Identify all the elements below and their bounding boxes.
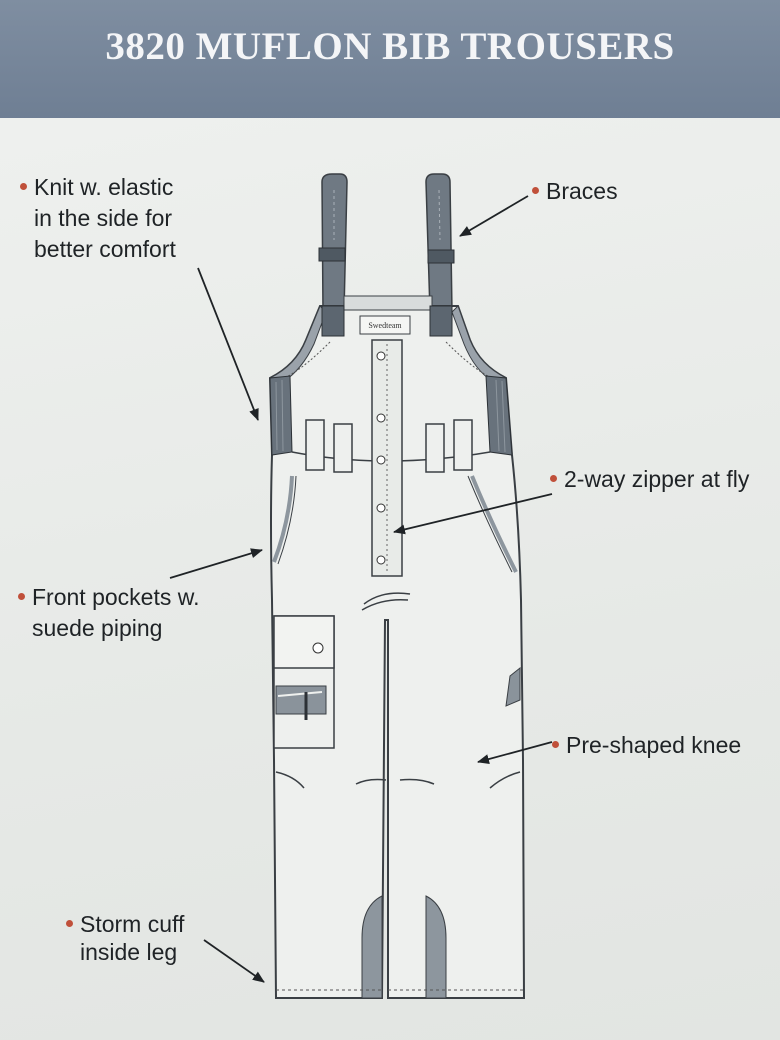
- callout-front-pockets: Front pockets w. suede piping: [18, 582, 199, 644]
- callout-zipper-line1: 2-way zipper at fly: [564, 466, 750, 492]
- knit-elastic-panels: [269, 375, 513, 456]
- callout-zipper: 2-way zipper at fly: [550, 464, 749, 495]
- bullet-dot: [550, 475, 557, 483]
- callout-knee: Pre-shaped knee: [552, 730, 741, 761]
- callout-cuff-line1: Storm cuff: [80, 911, 185, 937]
- logo-patch-text: Swedteam: [368, 321, 402, 330]
- braces-straps: [318, 173, 455, 313]
- callout-braces: Braces: [532, 176, 618, 207]
- bullet-dot: [532, 187, 539, 195]
- title-banner: 3820 MUFLON BIB TROUSERS: [0, 0, 780, 122]
- front-pocket-piping: [272, 475, 518, 573]
- callout-pockets-line1: Front pockets w.: [32, 584, 200, 610]
- callout-pockets-line2: suede piping: [32, 615, 163, 641]
- fly-zipper-placket: [361, 339, 411, 611]
- knee-darts: [275, 771, 521, 789]
- arrow-knee: [477, 741, 553, 764]
- cargo-pocket: [273, 615, 335, 749]
- bullet-dot: [552, 741, 559, 749]
- page-title: 3820 MUFLON BIB TROUSERS: [105, 25, 675, 68]
- callout-arrows: [169, 195, 553, 983]
- callout-knit-line2: in the side for: [34, 205, 173, 231]
- callout-braces-line1: Braces: [546, 178, 618, 204]
- arrow-knit: [197, 267, 259, 421]
- side-vent-flap: [505, 666, 521, 707]
- callout-knit-line3: better comfort: [34, 236, 176, 262]
- arrow-pockets: [169, 548, 263, 579]
- callout-knit-elastic: Knit w. elastic in the side for better c…: [20, 172, 176, 265]
- callout-cuff-line2: inside leg: [80, 939, 178, 965]
- storm-cuffs: [276, 895, 524, 999]
- arrow-cuff: [203, 939, 265, 983]
- callout-knit-line1: Knit w. elastic: [34, 174, 174, 200]
- arrow-zipper: [393, 493, 553, 535]
- bullet-dot: [66, 920, 73, 928]
- callout-knee-line1: Pre-shaped knee: [566, 732, 742, 758]
- callout-storm-cuff: Storm cuff inside leg: [66, 910, 184, 966]
- bullet-dot: [18, 593, 25, 601]
- arrow-braces: [459, 195, 529, 237]
- bullet-dot: [20, 183, 27, 191]
